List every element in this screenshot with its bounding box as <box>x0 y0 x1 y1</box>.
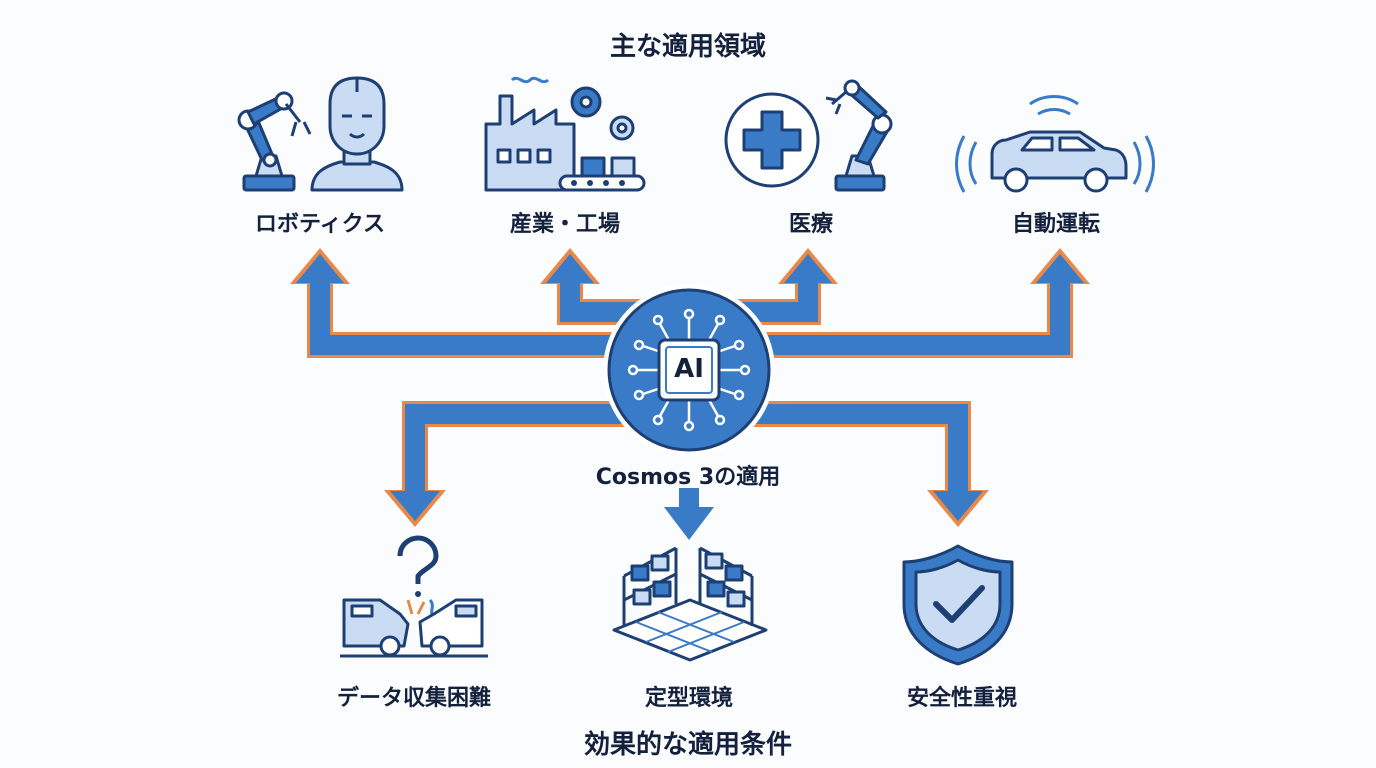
arrow-to-medical <box>736 282 818 322</box>
autonomous-car-icon <box>955 95 1155 193</box>
ai-chip-icon <box>603 284 775 456</box>
car-crash-question-icon <box>340 535 488 658</box>
condition-label-fixed-environment: 定型環境 <box>644 686 734 711</box>
shield-check-icon <box>902 544 1014 666</box>
arrow-to-data-difficulty <box>405 404 630 492</box>
domain-label-industry: 産業・工場 <box>509 212 621 237</box>
medical-cross-robot-arm-icon <box>724 79 893 192</box>
domain-label-robotics: ロボティクス <box>254 212 386 237</box>
center-label: Cosmos 3の適用 <box>595 465 781 490</box>
domain-label-medical: 医療 <box>788 212 834 237</box>
domain-label-autonomous: 自動運転 <box>1011 212 1101 237</box>
arrow-to-industry <box>560 282 640 322</box>
condition-label-data-difficulty: データ収集困難 <box>336 686 492 711</box>
arrowheads-main <box>296 254 1084 540</box>
top-title: 主な適用領域 <box>609 32 767 62</box>
factory-gears-icon <box>484 76 646 192</box>
arrows-main <box>310 282 1070 510</box>
bottom-title: 効果的な適用条件 <box>583 730 793 760</box>
arrow-to-autonomous <box>756 282 1070 355</box>
ai-chip-label: AI <box>674 354 704 384</box>
arrow-to-safety <box>748 404 968 492</box>
warehouse-shelves-icon <box>612 546 768 662</box>
arrow-to-robotics <box>310 282 626 355</box>
condition-label-safety: 安全性重視 <box>906 686 1018 711</box>
robot-arm-humanoid-icon <box>237 76 404 192</box>
